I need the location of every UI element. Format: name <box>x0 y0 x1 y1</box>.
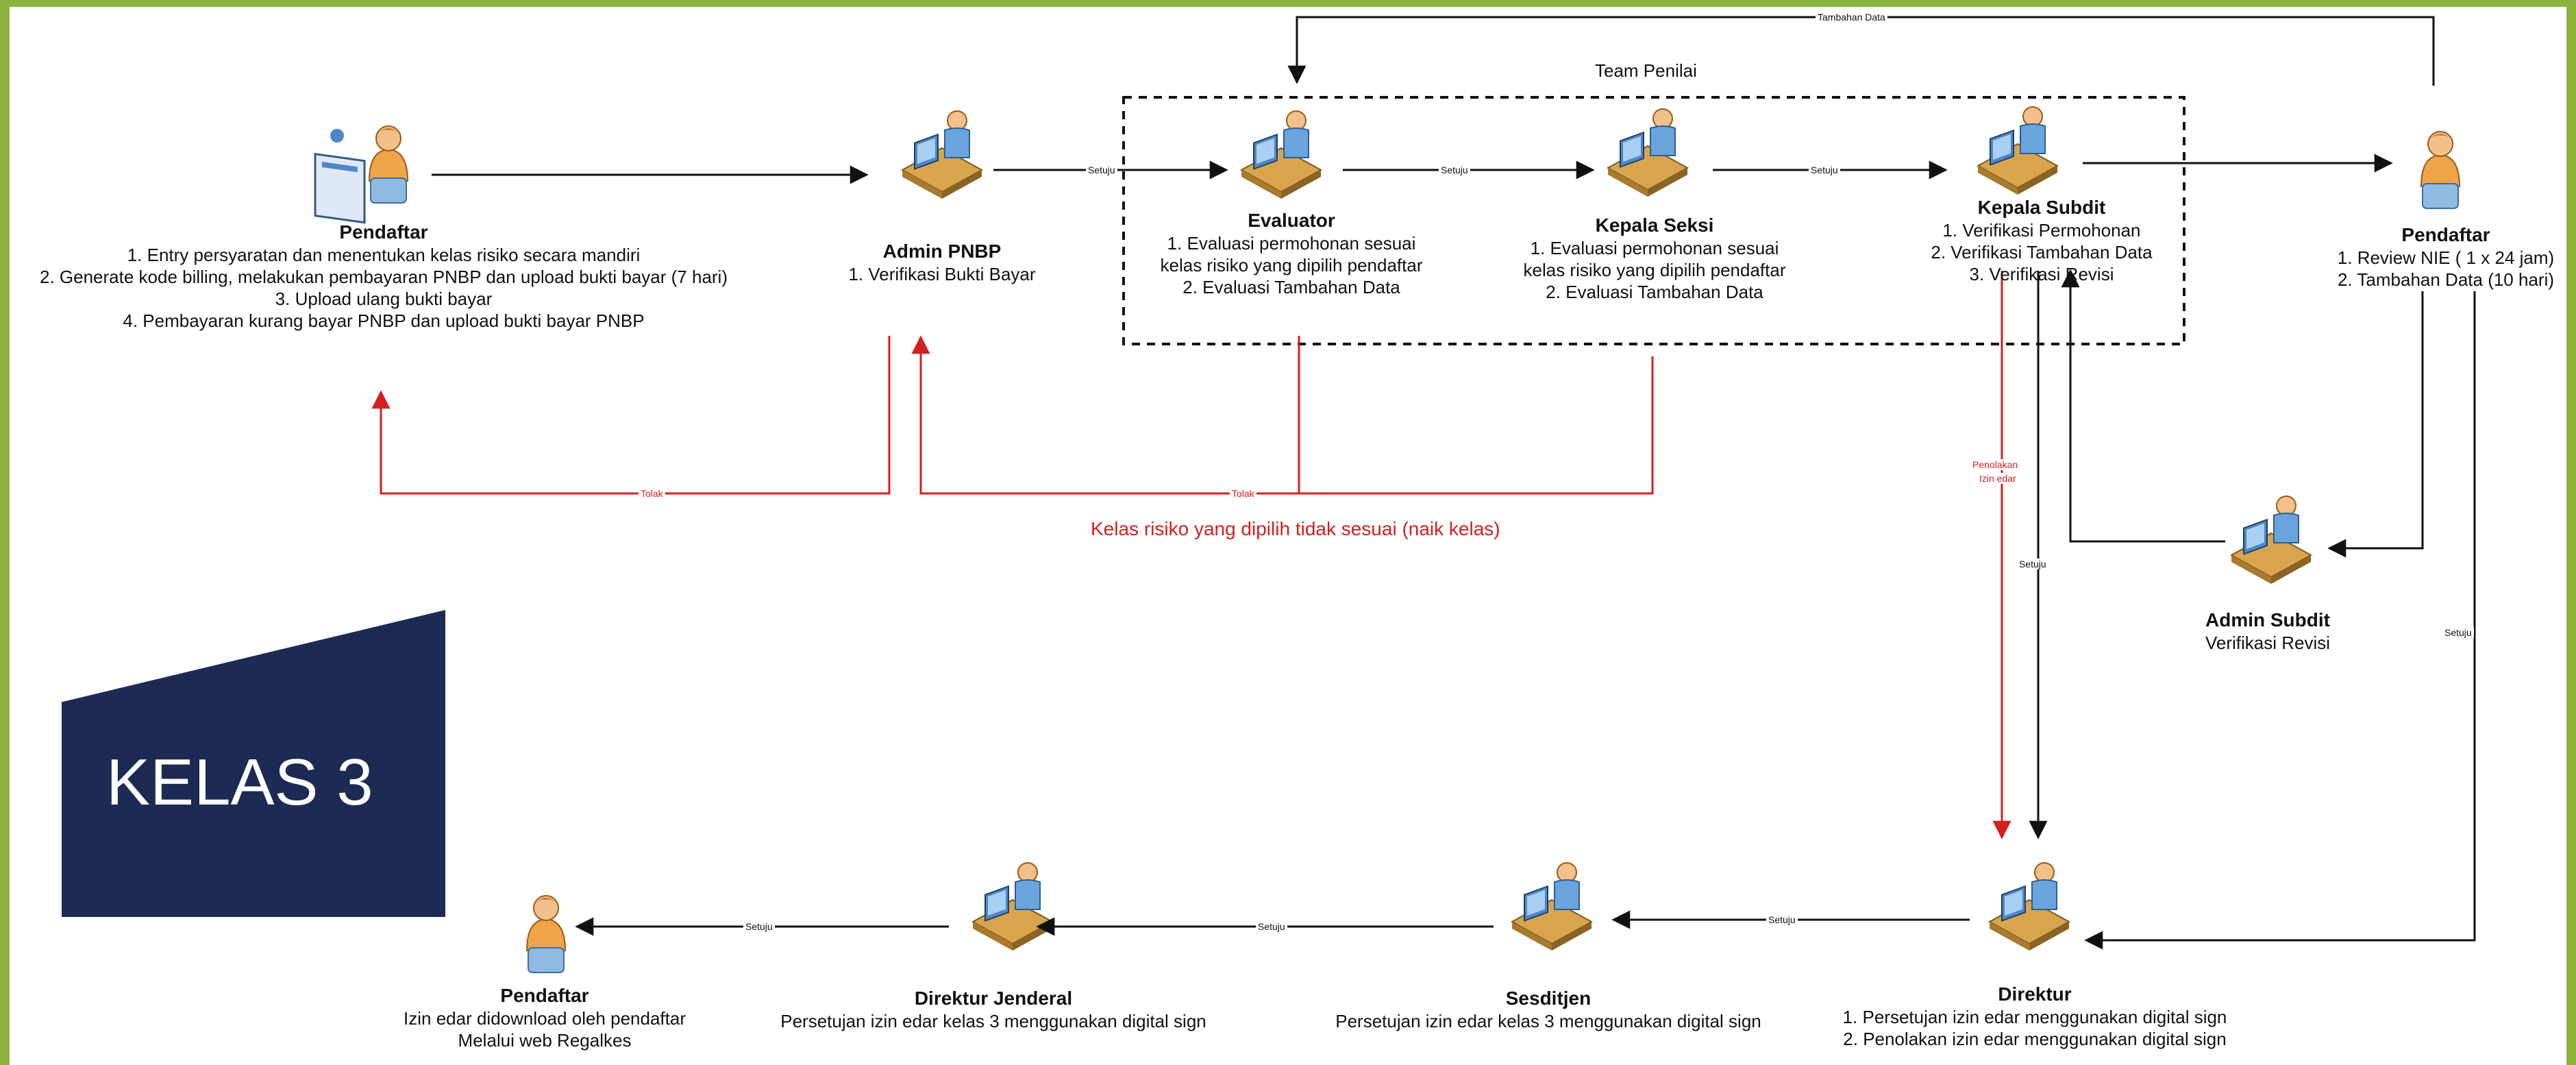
arrow-pendaftar-direktur <box>2084 291 2476 950</box>
arrow-tolak-kasi <box>1299 356 1654 495</box>
node-line: 1. Evaluasi permohonan sesuai <box>1530 238 1779 258</box>
node-title: Admin Subdit <box>2205 609 2330 631</box>
admin-subdit-icon <box>2231 495 2312 585</box>
node-title: Sesditjen <box>1505 988 1592 1009</box>
frame-right <box>2566 0 2576 1065</box>
team-penilai-label: Team Penilai <box>1595 60 1697 81</box>
edge-label-setuju: Setuju <box>743 921 775 932</box>
node-line: kelas risiko yang dipilih pendaftar <box>1160 255 1423 276</box>
node-line: 2. Tambahan Data (10 hari) <box>2337 269 2555 290</box>
node-line: 3. Upload ulang bukti bayar <box>275 289 493 309</box>
node-admin-subdit: Admin Subdit Verifikasi Revisi <box>2158 609 2377 654</box>
node-kepala-seksi: Kepala Seksi 1. Evaluasi permohonan sesu… <box>1504 214 1805 303</box>
evaluator-icon <box>1241 110 1322 199</box>
node-pendaftar-download: Pendaftar Izin edar didownload oleh pend… <box>363 984 726 1051</box>
kepala-subdit-icon <box>1977 106 2058 195</box>
node-evaluator: Evaluator 1. Evaluasi permohonan sesuai … <box>1141 209 1442 298</box>
kelas-label: KELAS 3 <box>106 746 373 819</box>
node-pendaftar-review: Pendaftar 1. Review NIE ( 1 x 24 jam) 2.… <box>2323 223 2569 291</box>
node-title: Direktur Jenderal <box>914 988 1073 1009</box>
node-sesditjen: Sesditjen Persetujan izin edar kelas 3 m… <box>1302 987 1795 1032</box>
node-line: Izin edar didownload oleh pendaftar <box>404 1008 686 1029</box>
node-line: 3. Verifikasi Revisi <box>1969 264 2114 284</box>
node-line: 1. Evaluasi permohonan sesuai <box>1167 233 1416 254</box>
admin-pnbp-icon <box>902 110 982 199</box>
node-line: kelas risiko yang dipilih pendaftar <box>1523 260 1786 280</box>
node-admin-pnbp: Admin PNBP 1. Verifikasi Bukti Bayar <box>812 240 1072 285</box>
edge-label-setuju: Setuju <box>1809 164 1840 175</box>
edge-label-tolak: Tolak <box>1230 488 1256 499</box>
dirjen-icon <box>972 862 1053 951</box>
node-line: Persetujan izin edar kelas 3 menggunakan… <box>1335 1011 1761 1031</box>
arrow-tolak-evaluator <box>911 335 1300 495</box>
node-direktur-jenderal: Direktur Jenderal Persetujan izin edar k… <box>747 987 1240 1032</box>
node-line: 4. Pembayaran kurang bayar PNBP dan uplo… <box>123 310 645 331</box>
user-icon <box>526 895 566 973</box>
document-screen-icon <box>314 129 366 224</box>
arrow-pendaftar-adminsubdit <box>2327 291 2424 558</box>
kepala-seksi-icon <box>1607 108 1688 197</box>
edge-label-setuju: Setuju <box>2017 559 2048 570</box>
node-kepala-subdit: Kepala Subdit 1. Verifikasi Permohonan 2… <box>1911 196 2172 285</box>
frame-left <box>0 0 10 1065</box>
node-line: 1. Review NIE ( 1 x 24 jam) <box>2337 247 2555 268</box>
node-line: 1. Entry persyaratan dan menentukan kela… <box>127 245 641 265</box>
edge-label-tambahan-data: Tambahan Data <box>1816 12 1887 23</box>
node-line: 2. Evaluasi Tambahan Data <box>1182 277 1400 297</box>
node-title: Admin PNBP <box>882 241 1002 262</box>
edge-label-penolakan: Penolakan <box>1970 459 2020 470</box>
edge-label-setuju: Setuju <box>1766 914 1798 925</box>
edge-label-setuju: Setuju <box>1256 921 1287 932</box>
node-title: Pendaftar <box>500 985 589 1006</box>
node-title: Pendaftar <box>2401 224 2490 245</box>
node-line: Melalui web Regalkes <box>458 1030 632 1051</box>
node-line: 1. Verifikasi Permohonan <box>1942 220 2141 241</box>
edge-label-izin-edar: Izin edar <box>1977 473 2018 484</box>
edge-label-setuju: Setuju <box>2442 627 2474 638</box>
node-title: Pendaftar <box>339 221 428 243</box>
node-line: 2. Verifikasi Tambahan Data <box>1931 242 2153 262</box>
node-line: 1. Persetujan izin edar menggunakan digi… <box>1842 1007 2227 1027</box>
arrow-tolak-pendaftar <box>371 336 891 495</box>
kelas-risiko-note: Kelas risiko yang dipilih tidak sesuai (… <box>1091 518 1500 539</box>
node-line: 1. Verifikasi Bukti Bayar <box>848 264 1036 284</box>
node-title: Kepala Seksi <box>1595 215 1714 236</box>
node-line: Persetujan izin edar kelas 3 menggunakan… <box>780 1011 1206 1031</box>
node-line: 2. Penolakan izin edar menggunakan digit… <box>1843 1029 2227 1049</box>
frame-top <box>0 0 2576 7</box>
user-icon <box>2420 131 2460 209</box>
node-pendaftar-entry: Pendaftar 1. Entry persyaratan dan menen… <box>14 221 754 332</box>
team-penilai-box <box>1122 96 2185 345</box>
node-title: Direktur <box>1998 983 2072 1005</box>
node-line: 2. Evaluasi Tambahan Data <box>1546 282 1763 302</box>
edge-label-tolak: Tolak <box>639 488 665 499</box>
node-line: Verifikasi Revisi <box>2205 633 2331 653</box>
direktur-icon <box>1989 862 2070 951</box>
edge-label-setuju: Setuju <box>1439 164 1470 175</box>
node-direktur: Direktur 1. Persetujan izin edar menggun… <box>1795 983 2275 1050</box>
edge-label-setuju: Setuju <box>1086 164 1117 175</box>
arrow-tambahan-data <box>1287 16 2435 86</box>
node-line: 2. Generate kode billing, melakukan pemb… <box>39 267 728 287</box>
sesditjen-icon <box>1511 862 1592 951</box>
user-icon <box>369 125 408 204</box>
node-title: Evaluator <box>1248 210 1335 231</box>
arrow-adminsubdit-kasubdit <box>2061 269 2225 543</box>
node-title: Kepala Subdit <box>1977 197 2106 218</box>
